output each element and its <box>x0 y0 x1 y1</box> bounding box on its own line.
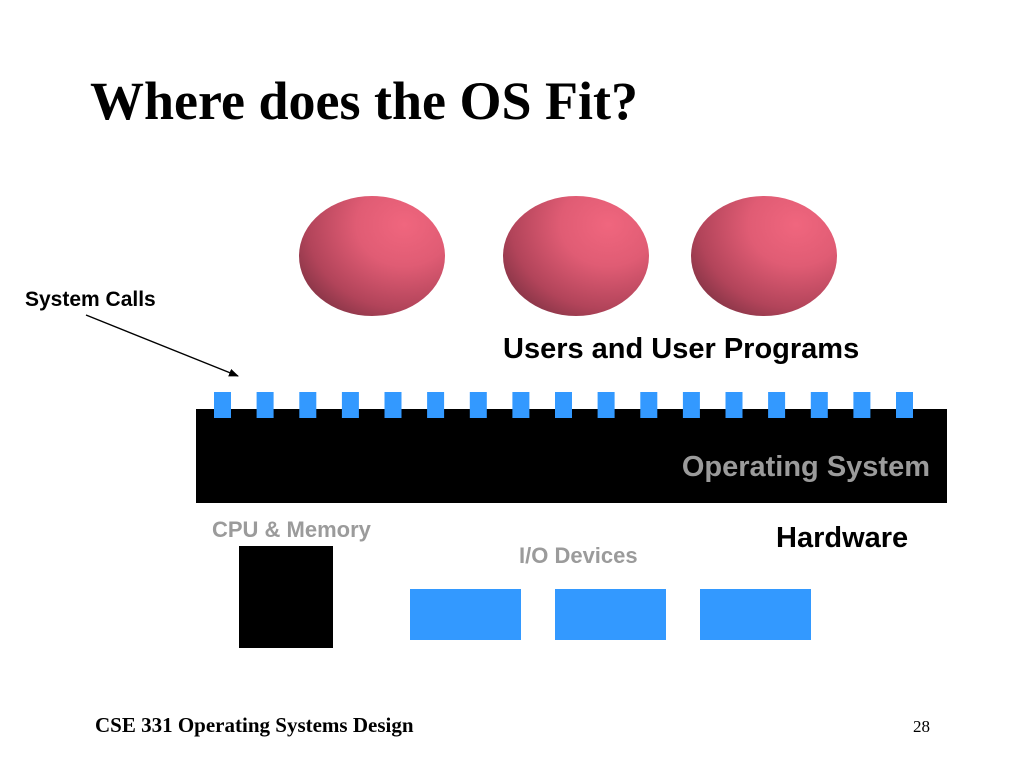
cpu-memory-box <box>239 546 333 648</box>
system-calls-label: System Calls <box>25 288 156 311</box>
io-device-2 <box>555 589 666 640</box>
footer-course-title: CSE 331 Operating Systems Design <box>95 713 414 737</box>
user-program-ball-1 <box>299 196 445 316</box>
users-label: Users and User Programs <box>503 333 860 365</box>
io-device-1 <box>410 589 521 640</box>
cpu-memory-label: CPU & Memory <box>212 517 371 542</box>
operating-system-label: Operating System <box>681 451 930 483</box>
hardware-label: Hardware <box>776 522 909 554</box>
user-program-ball-2 <box>503 196 649 316</box>
slide-number: 28 <box>913 717 930 736</box>
operating-system-layer: Operating System <box>196 409 947 503</box>
slide-title: Where does the OS Fit? <box>90 71 638 131</box>
user-program-ball-3 <box>691 196 837 316</box>
io-devices-label: I/O Devices <box>519 543 638 568</box>
io-device-3 <box>700 589 811 640</box>
